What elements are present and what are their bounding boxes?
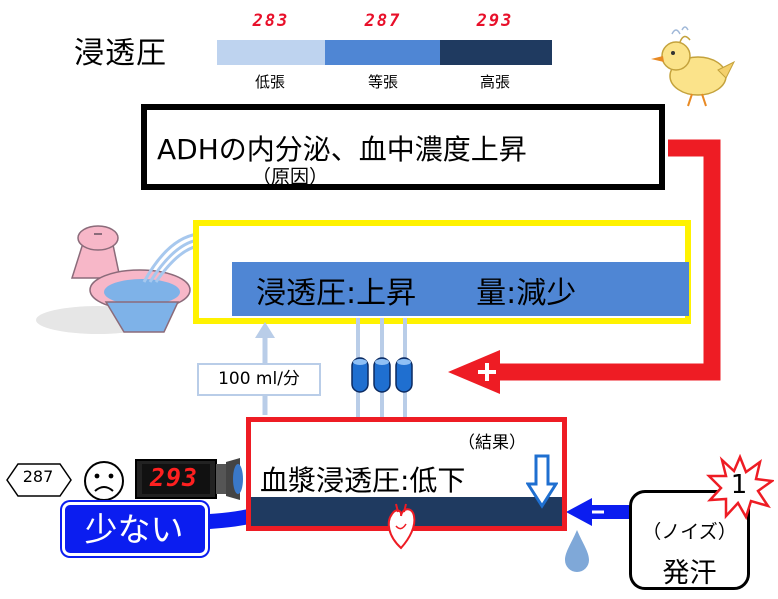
scale-value-hypotonic: 283	[252, 11, 290, 31]
sweat-drop-icon	[565, 530, 589, 572]
scale-segment-hypotonic	[217, 40, 325, 65]
scale-label-isotonic: 等張	[367, 73, 398, 91]
meter-sensor-icon	[135, 458, 243, 500]
scale-value-hypertonic: 293	[476, 11, 514, 31]
adh-label: ADHの内分泌、血中濃度上昇	[157, 133, 527, 166]
reference-value-badge	[6, 463, 72, 497]
heart-icon	[387, 503, 416, 550]
reference-value: 287	[22, 467, 54, 486]
adh-cause-label: （原因）	[252, 166, 329, 188]
scale-segment-isotonic	[325, 40, 440, 65]
scale-title: 浸透圧	[74, 36, 167, 71]
adh-box	[141, 104, 665, 190]
fluid-level-badge	[62, 502, 208, 556]
sad-face-icon	[84, 461, 124, 501]
sweat-box	[629, 490, 750, 590]
scale-label-hypertonic: 高張	[479, 73, 510, 91]
plasma-status: 血漿浸透圧:低下	[260, 464, 466, 497]
step-number: 1	[730, 470, 748, 500]
fluid-level-label: 少ない	[84, 510, 184, 549]
urine-status: 浸透圧:上昇 量:減少	[256, 276, 577, 311]
aquaporin-icon	[351, 357, 413, 393]
sweat-label: 発汗	[662, 558, 717, 589]
toilet-icon	[36, 225, 199, 334]
scale-value-isotonic: 287	[364, 11, 402, 31]
meter-reading: 293	[149, 463, 199, 492]
burst-icon	[706, 454, 774, 520]
plasma-result-label: （結果）	[458, 433, 526, 453]
scale-segment-hypertonic	[440, 40, 552, 65]
noise-label: （ノイズ）	[642, 521, 737, 543]
urine-flow-rate: 100 ml/分	[197, 363, 321, 396]
down-arrow-icon	[526, 454, 558, 509]
chick-illustration	[651, 26, 736, 107]
urine-bar	[232, 262, 689, 316]
scale-label-hypotonic: 低張	[254, 73, 285, 91]
